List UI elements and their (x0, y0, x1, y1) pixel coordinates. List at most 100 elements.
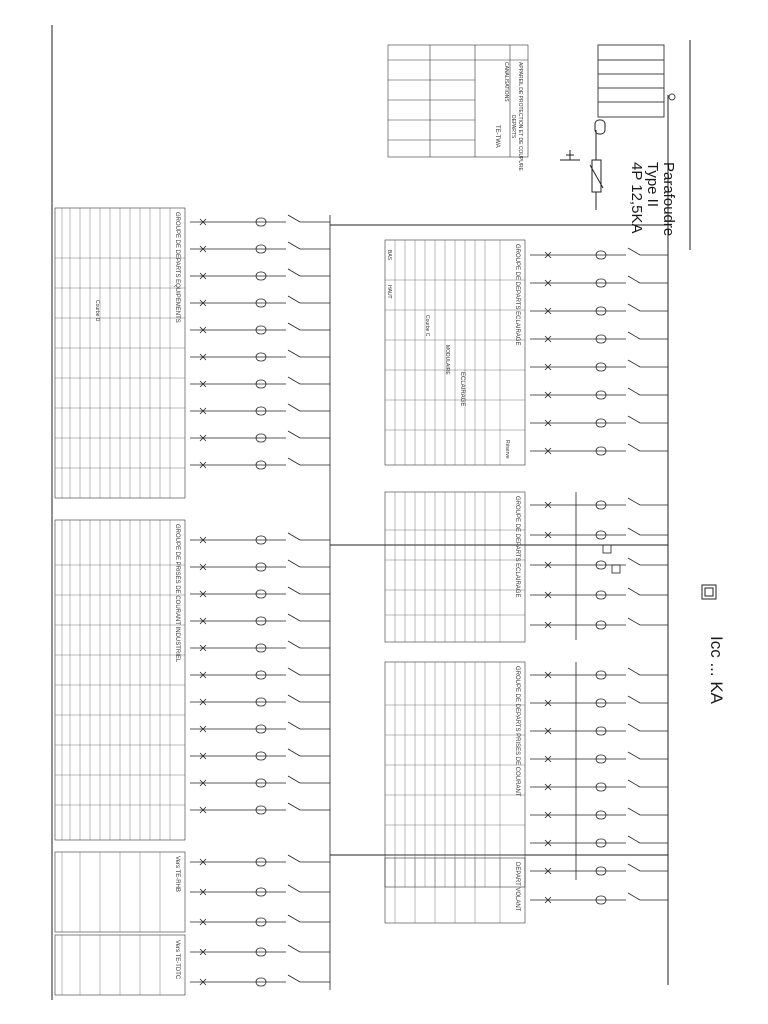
row-value-reserve: Réserve (504, 440, 510, 459)
switch-contact (544, 447, 552, 455)
breaker-symbol (255, 535, 267, 545)
switch-contact (544, 391, 552, 399)
switch-contact (287, 214, 301, 223)
breaker-symbol (595, 838, 607, 848)
breaker-symbol (255, 589, 267, 599)
switch-contact (627, 863, 641, 872)
breaker-symbol (595, 670, 607, 680)
switch-contact (199, 590, 207, 598)
switch-contact (544, 867, 552, 875)
breaker-symbol (595, 782, 607, 792)
switch-contact (544, 279, 552, 287)
enclosure-box (597, 44, 676, 118)
surge-arrester-label: Parafoudre Type II 4P 12,5KA (628, 162, 677, 236)
breaker-symbol (595, 530, 607, 540)
switch-contact (199, 326, 207, 334)
switch-contact (544, 561, 552, 569)
switch-contact (199, 434, 207, 442)
equipements-header: GROUPE DE DEPARTS EQUIPEMENTS (174, 212, 180, 323)
surge-arrester-line-2: Type II (644, 162, 661, 208)
switch-contact (627, 443, 641, 452)
breaker-symbol (255, 805, 267, 815)
switch-contact (627, 303, 641, 312)
breaker-symbol (595, 698, 607, 708)
switch-contact (544, 591, 552, 599)
surge-arrester-line-3: 4P 12,5KA (628, 162, 645, 234)
breaker-symbol (255, 857, 267, 867)
breaker-symbol (255, 697, 267, 707)
breaker-symbol (595, 810, 607, 820)
eclairage-group-header: GROUPE DE DEPARTS ECLAIRAGE (514, 244, 520, 346)
breaker-symbol (595, 362, 607, 372)
breaker-symbol (255, 217, 267, 227)
breaker-symbol (255, 778, 267, 788)
switch-contact (544, 839, 552, 847)
switch-contact (287, 667, 301, 676)
row-value-courbe-d: Courbe D (94, 300, 100, 322)
switch-contact (287, 944, 301, 953)
switch-contact (287, 775, 301, 784)
right-table-gridlines (385, 240, 525, 923)
breaker-symbol (255, 298, 267, 308)
breaker-symbol (595, 390, 607, 400)
breaker-symbol (255, 325, 267, 335)
switch-contact (287, 457, 301, 466)
breaker-symbol (595, 620, 607, 630)
switch-contact (287, 295, 301, 304)
switch-contact (287, 349, 301, 358)
breaker-symbol (595, 306, 607, 316)
switch-contact (544, 251, 552, 259)
breaker-symbol (255, 406, 267, 416)
switch-contact (287, 613, 301, 622)
feeder-branches (190, 214, 668, 990)
breaker-symbol (255, 352, 267, 362)
switch-contact (199, 671, 207, 679)
switch-contact (544, 811, 552, 819)
switch-contact (544, 896, 552, 904)
switch-contact (287, 884, 301, 893)
switch-contact (199, 779, 207, 787)
switch-contact (287, 640, 301, 649)
breaker-symbol (255, 887, 267, 897)
switch-contact (199, 563, 207, 571)
switch-contact (287, 748, 301, 757)
breaker-symbol (255, 977, 267, 987)
switch-contact (627, 617, 641, 626)
top-table-header-2: DEPARTS (510, 115, 516, 139)
switch-contact (627, 892, 641, 901)
short-circuit-current-label: Icc ... KA (707, 636, 726, 705)
switch-contact (544, 335, 552, 343)
contactor-symbol (611, 564, 621, 574)
switch-contact (199, 299, 207, 307)
switch-contact (287, 721, 301, 730)
switch-contact (287, 322, 301, 331)
switch-contact (627, 695, 641, 704)
switch-contact (544, 531, 552, 539)
switch-contact (199, 644, 207, 652)
switch-contact (627, 359, 641, 368)
switch-contact (199, 272, 207, 280)
breaker-symbol (255, 271, 267, 281)
switch-contact (544, 727, 552, 735)
switch-contact (627, 497, 641, 506)
switch-contact (199, 858, 207, 866)
surge-arrester-symbol (560, 119, 606, 210)
switch-contact (199, 407, 207, 415)
switch-contact (199, 752, 207, 760)
switch-contact (627, 779, 641, 788)
switch-contact (287, 974, 301, 983)
contactor-symbol (602, 544, 612, 554)
switch-contact (199, 218, 207, 226)
switch-contact (287, 430, 301, 439)
switch-contact (287, 854, 301, 863)
switch-contact (199, 725, 207, 733)
breaker-symbol (595, 895, 607, 905)
switch-contact (544, 501, 552, 509)
switch-contact (627, 587, 641, 596)
prises-industriel-header: GROUPE DE PRISES DE COURANT INDUSTRIEL (174, 524, 180, 663)
switch-contact (544, 699, 552, 707)
breaker-symbol (595, 590, 607, 600)
row-value-modulaire: MODULAIRE (444, 345, 450, 375)
top-right-table (387, 44, 529, 158)
breaker-symbol (595, 726, 607, 736)
